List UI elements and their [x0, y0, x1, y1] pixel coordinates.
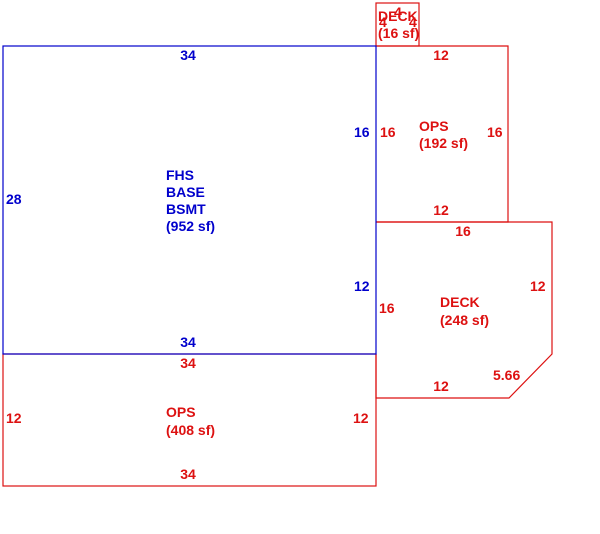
deck-small-area: 4 4 4 DECK (16 sf) [375, 2, 420, 47]
fhs-base-label-area: (952 sf) [166, 218, 215, 234]
fhs-base-dim-bottom: 34 [180, 334, 196, 350]
fhs-base-dim-left: 28 [6, 191, 22, 207]
deck-large-dim-top: 16 [455, 223, 471, 239]
ops-rear-area: OPS (408 sf) 34 34 12 12 [2, 353, 377, 487]
deck-large-label-name: DECK [440, 294, 480, 310]
fhs-base-area: FHS BASE BSMT (952 sf) 34 34 28 16 12 [2, 45, 377, 355]
fhs-base-dim-right-lower: 12 [354, 278, 370, 294]
ops-rear-label-area: (408 sf) [166, 422, 215, 438]
deck-small-label-name: DECK [378, 8, 418, 24]
deck-small-dim-right: 4 [409, 14, 417, 30]
deck-small-label-area: (16 sf) [378, 25, 419, 41]
fhs-base-label-line3: BSMT [166, 201, 206, 217]
ops-side-dim-top: 12 [433, 47, 449, 63]
ops-side-label-area: (192 sf) [419, 135, 468, 151]
fhs-base-dim-right-upper: 16 [354, 124, 370, 140]
deck-small-dim-left: 4 [379, 14, 387, 30]
ops-side-area: OPS (192 sf) 12 12 16 16 [376, 45, 509, 223]
fhs-base-label-line2: BASE [166, 184, 205, 200]
fhs-base-label-line1: FHS [166, 167, 194, 183]
deck-small-dim-top: 4 [394, 4, 402, 20]
ops-rear-dim-top: 34 [180, 355, 196, 371]
deck-large-dim-left: 16 [379, 300, 395, 316]
ops-side-dim-right: 16 [487, 124, 503, 140]
ops-rear-label-name: OPS [166, 404, 196, 420]
ops-side-dim-left: 16 [380, 124, 396, 140]
deck-large-dim-bottom: 12 [433, 378, 449, 394]
deck-large-area: DECK (248 sf) 16 12 5.66 12 16 [375, 221, 553, 399]
fhs-base-dim-top: 34 [180, 47, 196, 63]
ops-rear-dim-left: 12 [6, 410, 22, 426]
deck-small-outline [375, 2, 420, 47]
deck-large-label-area: (248 sf) [440, 312, 489, 328]
ops-rear-dim-bottom: 34 [180, 466, 196, 482]
deck-large-dim-diagonal: 5.66 [493, 367, 520, 383]
fhs-base-outline [2, 45, 377, 355]
deck-large-outline [375, 221, 553, 399]
ops-side-dim-bottom: 12 [433, 202, 449, 218]
ops-side-label-name: OPS [419, 118, 449, 134]
deck-large-dim-right: 12 [530, 278, 546, 294]
ops-rear-dim-right: 12 [353, 410, 369, 426]
